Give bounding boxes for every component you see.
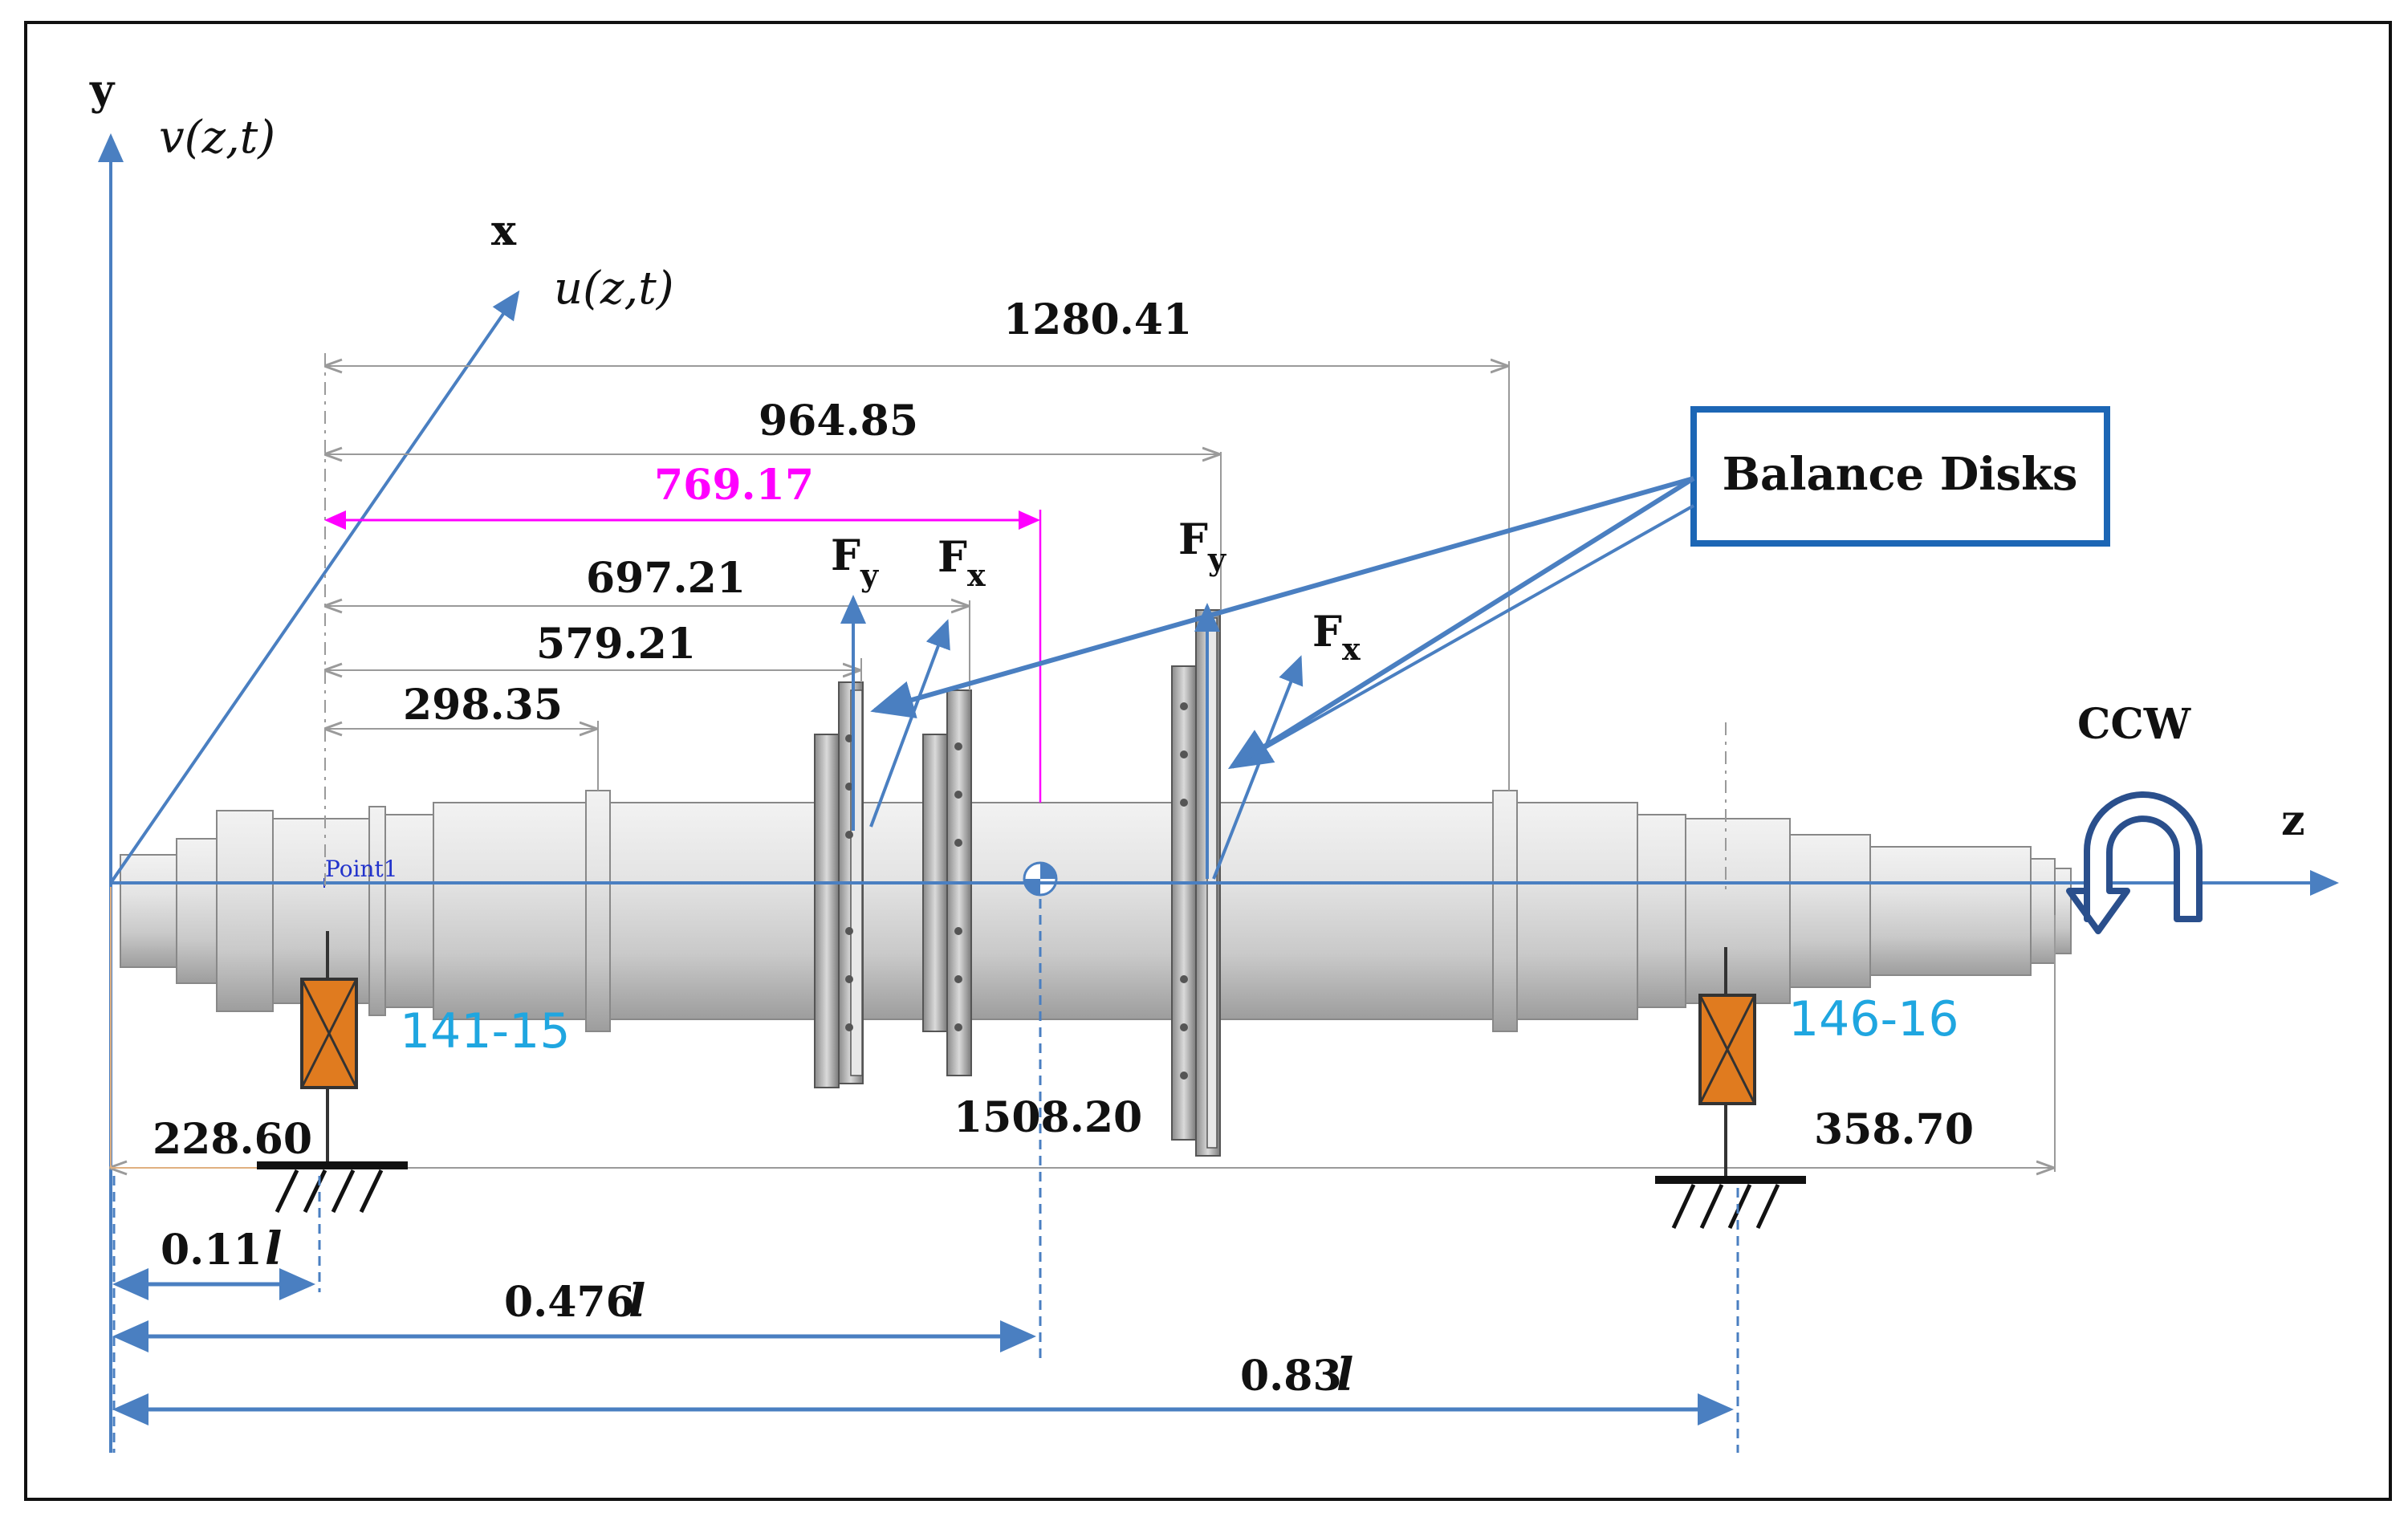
svg-text:F: F [1178, 515, 1208, 564]
rotation-label: CCW [2077, 700, 2192, 749]
svg-text:x: x [967, 557, 986, 593]
svg-text:y: y [860, 557, 879, 593]
dim-228: 228.60 [153, 1115, 312, 1164]
svg-text:F: F [831, 531, 860, 580]
bearing-right-label: 146-16 [1788, 991, 1959, 1047]
balance-disks-callout: Balance Disks [1723, 448, 2078, 501]
fraction-011: 0.11 l [161, 1222, 282, 1275]
u-displacement-label: u(z,t) [554, 262, 674, 315]
y-axis-label: y [89, 66, 116, 115]
force-fy-left: F y [831, 531, 879, 593]
z-axis-label: z [2281, 796, 2305, 845]
svg-text:0.476: 0.476 [504, 1278, 635, 1327]
extension-lines [324, 353, 2056, 1172]
force-fx-right: F x [1312, 608, 1361, 667]
svg-text:F: F [938, 533, 967, 582]
dim-1280: 1280.41 [1003, 295, 1192, 344]
svg-text:0.11: 0.11 [161, 1226, 262, 1275]
callout-leaders [870, 476, 1695, 770]
dim-298: 298.35 [403, 681, 563, 730]
disk-holes [845, 702, 1188, 1080]
svg-text:l: l [1336, 1348, 1353, 1401]
svg-text:x: x [1342, 631, 1361, 667]
point1-label: Point1 [325, 856, 398, 882]
fraction-0476: 0.476 l [504, 1275, 645, 1328]
dim-579: 579.21 [536, 620, 696, 669]
v-displacement-label: v(z,t) [159, 112, 275, 164]
dim-358: 358.70 [1814, 1105, 1974, 1154]
balance-disks-callout-box [1690, 406, 2110, 547]
frame-border [24, 21, 2392, 1501]
svg-text:0.83: 0.83 [1240, 1352, 1342, 1401]
bearing-right [1655, 947, 1806, 1230]
dim-1508: 1508.20 [954, 1093, 1142, 1142]
fraction-083: 0.83 l [1240, 1348, 1353, 1401]
bearing-left-label: 141-15 [400, 1003, 571, 1059]
callout-leader-lower [1231, 504, 1694, 768]
fraction-dimension-lines [112, 1268, 1734, 1425]
force-fy-right: F y [1178, 515, 1226, 577]
x-axis-label: x [491, 206, 517, 255]
svg-text:l: l [265, 1222, 282, 1275]
x-axis [109, 290, 520, 885]
balance-disk-1 [814, 681, 864, 1088]
bearing-left [257, 931, 408, 1214]
svg-text:l: l [628, 1275, 645, 1328]
ccw-rotation-icon [2066, 791, 2203, 934]
svg-text:y: y [1207, 541, 1226, 577]
point1-marker: Point1 [319, 856, 398, 888]
rotor-shaft [120, 790, 2072, 1032]
force-fx-left: F x [938, 533, 986, 593]
dim-697: 697.21 [586, 554, 746, 603]
dim-964: 964.85 [759, 396, 918, 445]
svg-text:F: F [1312, 608, 1342, 657]
dimension-lines [112, 366, 2052, 1168]
dim-769: 769.17 [654, 461, 814, 510]
center-of-mass-icon [1023, 861, 1058, 897]
